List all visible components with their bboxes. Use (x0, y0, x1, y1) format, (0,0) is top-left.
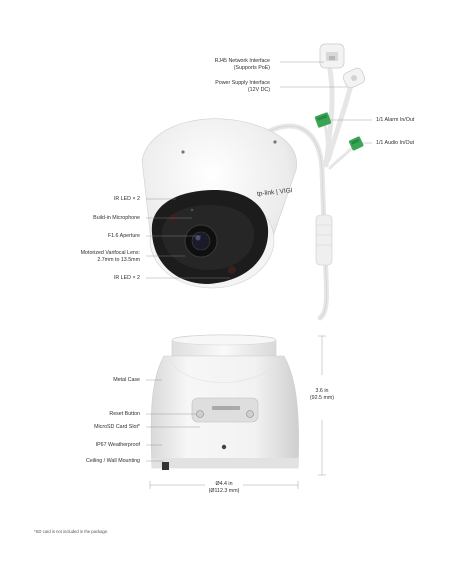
leader-lines (146, 61, 372, 489)
sleeve-ribs (316, 224, 332, 246)
microphone-icon (190, 208, 194, 212)
cable-sleeve (315, 214, 333, 266)
mounting-label: Ceiling / Wall Mounting (86, 458, 140, 464)
screw-icon (246, 410, 254, 418)
ir-led-bottom-label: IR LED × 2 (113, 275, 140, 281)
power-connector-icon (342, 67, 366, 89)
microphone-label: Build-in Microphone (93, 215, 140, 221)
rj45-connector-icon (319, 43, 345, 69)
rj45-label: RJ45 Network Interface(Supports PoE) (214, 58, 270, 71)
metal-case-label: Metal Case (113, 377, 140, 383)
ip67-label: IP67 Weatherproof (95, 442, 140, 448)
height-dimension-label: 3.6 in(92.5 mm) (309, 388, 335, 401)
audio-label: 1/1 Audio In/Out (376, 140, 414, 146)
mount-notch-icon (162, 462, 169, 470)
aperture-label: F1.6 Aperture (107, 233, 140, 239)
lens-label: Motorized Varifocal Lens:2.7mm to 13.5mm (80, 250, 140, 263)
alarm-label: 1/1 Alarm In/Out (376, 117, 415, 123)
screw-icon (221, 444, 227, 450)
ir-led-icon (228, 266, 236, 274)
camera-side-view (150, 334, 299, 470)
alarm-connector-icon (314, 112, 332, 128)
power-label: Power Supply Interface(12V DC) (215, 80, 270, 93)
reset-button-label: Reset Button (109, 411, 140, 417)
audio-connector-icon (348, 136, 364, 151)
camera-front-view (141, 118, 297, 289)
microsd-label: MicroSD Card Slot* (94, 424, 140, 430)
footnote: *SD card is not included in the package. (34, 529, 109, 534)
screw-icon (196, 410, 204, 418)
diameter-dimension-label: Ø4.4 in(Ø112.3 mm) (208, 481, 240, 494)
ir-led-top-label: IR LED × 2 (113, 196, 140, 202)
